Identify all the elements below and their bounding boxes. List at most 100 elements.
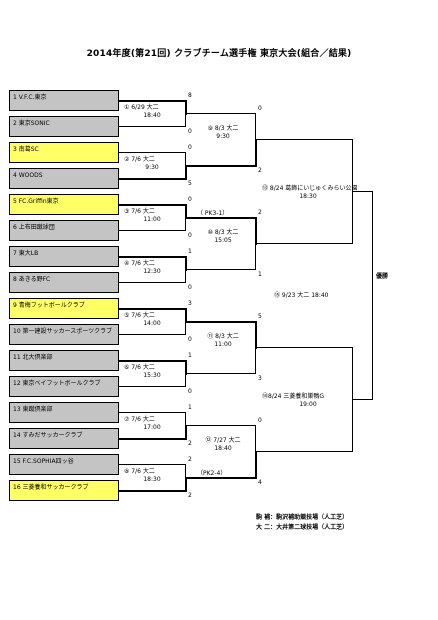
bracket-line xyxy=(185,269,186,283)
final-match-info: ⑮ 9/23 大二 18:40 xyxy=(274,292,329,299)
bracket-line xyxy=(119,204,187,206)
score: 4 xyxy=(258,479,262,486)
bracket-line xyxy=(185,113,256,114)
team-box: 4 WOODS xyxy=(9,168,119,189)
winner-label: 優勝 xyxy=(376,273,389,280)
bracket-line xyxy=(352,191,373,192)
bracket-line xyxy=(372,281,373,296)
score: 1 xyxy=(258,271,262,278)
match-info: ⑤ 7/6 大二 xyxy=(124,312,155,319)
score: 0 xyxy=(258,417,262,424)
bracket-line xyxy=(185,165,187,180)
bracket-line xyxy=(255,347,353,348)
bracket-line xyxy=(185,204,187,219)
bracket-line xyxy=(119,100,187,102)
bracket-line xyxy=(185,477,257,479)
score: 0 xyxy=(258,105,262,112)
match-time: 11:00 xyxy=(214,341,232,348)
match-time: 11:00 xyxy=(143,216,161,223)
score: 3 xyxy=(258,375,262,382)
score: 1 xyxy=(188,248,192,255)
bracket-line xyxy=(255,243,256,270)
score: 2 xyxy=(258,209,262,216)
bracket-line xyxy=(185,217,257,219)
bracket-line xyxy=(185,217,186,231)
bracket-line xyxy=(185,477,187,492)
team-box: 7 東大LB xyxy=(9,246,119,267)
match-info: ④ 7/6 大二 xyxy=(124,260,155,267)
score: 2 xyxy=(188,440,192,447)
bracket-line xyxy=(185,373,186,387)
venue-note: 駒 補：駒沢補助競技場（人工芝） xyxy=(256,514,349,521)
match-info: ⑨ 8/3 大二 xyxy=(207,125,239,132)
score: 2 xyxy=(188,492,192,499)
match-info: ⑦ 7/6 大二 xyxy=(124,416,155,423)
match-time: 15:05 xyxy=(214,237,232,244)
bracket-line xyxy=(119,490,187,492)
bracket-line xyxy=(119,282,186,283)
bracket-line xyxy=(255,217,257,245)
score: 3 xyxy=(188,300,192,307)
score: 5 xyxy=(188,180,192,187)
score: 2 xyxy=(258,167,262,174)
score: 0 xyxy=(188,336,192,343)
match-info: ② 7/6 大二 xyxy=(124,156,155,163)
team-box: 10 第一建設サッカースポーツクラブ xyxy=(9,324,119,345)
score: 8 xyxy=(188,92,192,99)
bracket-line xyxy=(119,412,186,413)
bracket-line xyxy=(255,347,256,374)
match-time: 9:30 xyxy=(216,133,230,140)
bracket-line xyxy=(255,321,257,349)
team-box: 16 三菱養和サッカークラブ xyxy=(9,480,119,501)
match-time: 14:00 xyxy=(143,320,161,327)
bracket-line xyxy=(185,321,186,335)
match-time: 18:30 xyxy=(143,476,161,483)
score: 0 xyxy=(188,128,192,135)
bracket-line xyxy=(255,139,257,167)
bracket-line xyxy=(119,178,187,180)
match-info: ⑧ 7/6 大二 xyxy=(124,468,155,475)
bracket-line xyxy=(119,308,187,310)
bracket-line xyxy=(119,126,186,127)
bracket-line xyxy=(185,360,187,375)
bracket-line xyxy=(119,360,187,362)
bracket-line xyxy=(255,451,353,452)
match-time: 9:30 xyxy=(145,164,159,171)
bracket-line xyxy=(255,139,353,140)
bracket-line xyxy=(255,451,257,479)
bracket-line xyxy=(185,256,187,271)
score: 0 xyxy=(188,144,192,151)
bracket-line xyxy=(255,243,353,244)
bracket-line xyxy=(352,399,373,400)
bracket-line xyxy=(185,113,186,127)
bracket-line xyxy=(185,308,187,323)
match-time: 18:40 xyxy=(143,112,161,119)
bracket-line xyxy=(185,100,187,115)
team-box: 9 青梅フットボールクラブ xyxy=(9,298,119,319)
bracket-line xyxy=(185,321,257,323)
match-time: 18:30 xyxy=(299,193,317,200)
bracket-line xyxy=(255,425,256,452)
team-box: 6 上布田蹴球団 xyxy=(9,220,119,241)
bracket-line xyxy=(119,152,186,153)
bracket-line xyxy=(255,113,256,140)
match-info: ⑬ 8/24 葛飾にいじゅくみらい公園 xyxy=(262,185,358,192)
team-box: 13 東蹴倶楽部 xyxy=(9,402,119,423)
match-info: ⑫ 7/27 大二 xyxy=(205,437,241,444)
match-time: 18:40 xyxy=(214,445,232,452)
bracket-line xyxy=(119,464,186,465)
bracket-line xyxy=(119,438,187,440)
team-box: 1 V.F.C.東京 xyxy=(9,90,119,111)
match-time: 17:00 xyxy=(143,424,161,431)
team-box: 15 F.C.SOPHIA四ッ谷 xyxy=(9,454,119,475)
team-box: 12 東京ベイフットボールクラブ xyxy=(9,376,119,397)
team-box: 11 北大倶楽部 xyxy=(9,350,119,371)
bracket-line xyxy=(185,464,186,478)
score: 1 xyxy=(188,404,192,411)
bracket-line xyxy=(185,152,186,166)
match-info: ⑪ 8/3 大二 xyxy=(207,333,239,340)
match-time: 19:00 xyxy=(299,401,317,408)
team-box: 5 FC.Griffin東京 xyxy=(9,194,119,215)
team-box: 2 東京SONIC xyxy=(9,116,119,137)
pk-result: （ PK3-1） xyxy=(197,210,229,217)
